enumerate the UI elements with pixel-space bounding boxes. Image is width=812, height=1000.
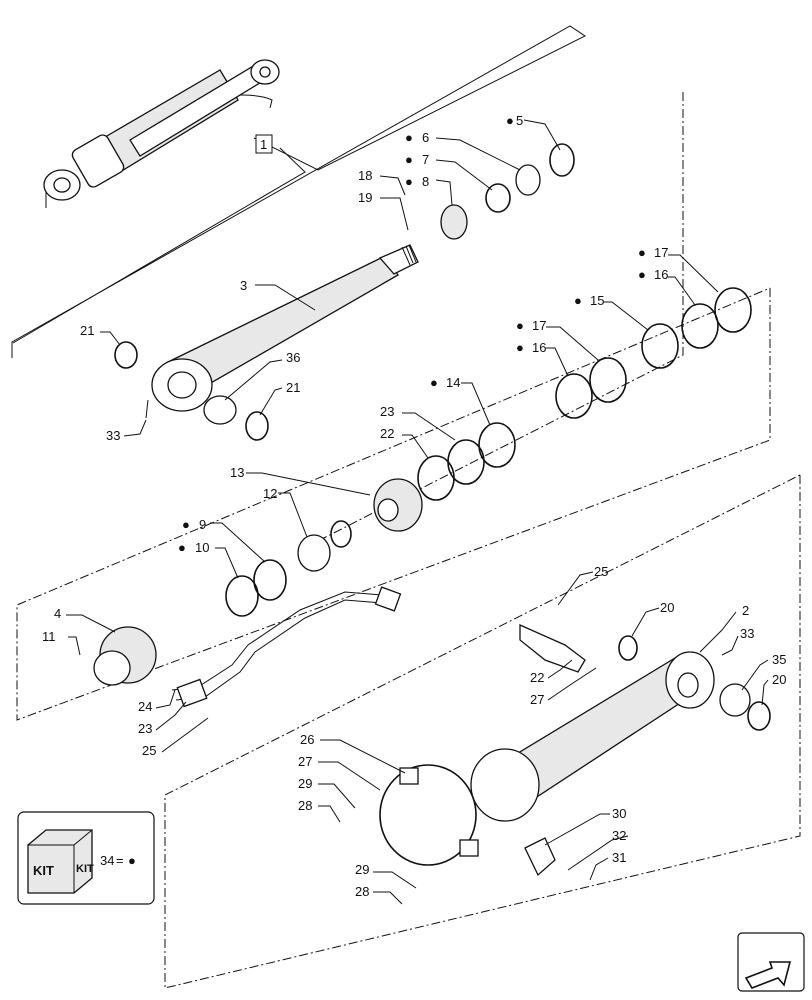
kit-dot-16a: ●	[638, 267, 646, 282]
callout-27-clamp: 27	[298, 754, 312, 769]
callout-19: 19	[358, 190, 372, 205]
callout-23-piston: 23	[380, 404, 394, 419]
barrel-clamp	[379, 764, 556, 877]
callout-6: 6	[422, 130, 429, 145]
kit-dot-7: ●	[405, 152, 413, 167]
callout-27-barrel: 27	[530, 692, 544, 707]
callout-labels: 1 2 3 4 ● 5 ● 6 ● 7 ● 8 ● 9 ● 10 11 12 1…	[42, 113, 786, 899]
callout-18: 18	[358, 168, 372, 183]
callout-14: 14	[446, 375, 460, 390]
cylinder-barrel	[470, 623, 771, 822]
kit-dot-8: ●	[405, 174, 413, 189]
kit-legend: KIT KIT 34 = ●	[17, 811, 155, 905]
callout-1: 1	[260, 137, 267, 152]
callout-30: 30	[612, 806, 626, 821]
piston-and-seals	[225, 287, 752, 617]
kit-dot-17a: ●	[638, 245, 646, 260]
cylinder-head-and-pipe	[93, 586, 402, 708]
callout-7: 7	[422, 152, 429, 167]
callout-33-rod: 33	[106, 428, 120, 443]
cylinder-assembly-illustration	[43, 59, 280, 208]
kit-legend-item: 34	[100, 853, 114, 868]
kit-dot-17b: ●	[516, 318, 524, 333]
callout-20-lower: 20	[772, 672, 786, 687]
kit-label-right: KIT	[76, 863, 94, 875]
callout-31: 31	[612, 850, 626, 865]
callout-10: 10	[195, 540, 209, 555]
callout-32: 32	[612, 828, 626, 843]
kit-box-icon	[27, 829, 93, 894]
kit-dot-16b: ●	[516, 340, 524, 355]
callout-5: 5	[516, 113, 523, 128]
callout-16-upper: 16	[654, 267, 668, 282]
callout-13: 13	[230, 465, 244, 480]
assembly-frame-lines	[11, 25, 801, 989]
callout-12: 12	[263, 486, 277, 501]
callout-28-lower: 28	[355, 884, 369, 899]
kit-legend-equals: =	[116, 853, 124, 868]
callout-21-right: 21	[286, 380, 300, 395]
callout-29-lower: 29	[355, 862, 369, 877]
callout-15: 15	[590, 293, 604, 308]
callout-8: 8	[422, 174, 429, 189]
callout-23-head: 23	[138, 721, 152, 736]
callout-22-barrel: 22	[530, 670, 544, 685]
kit-dot-9: ●	[182, 517, 190, 532]
callout-2: 2	[742, 603, 749, 618]
callout-22-piston: 22	[380, 426, 394, 441]
callout-11: 11	[42, 629, 56, 644]
callout-24: 24	[138, 699, 152, 714]
kit-label-left: KIT	[33, 863, 54, 878]
callout-4: 4	[54, 606, 61, 621]
kit-dot-6: ●	[405, 130, 413, 145]
callout-25-upper: 25	[594, 564, 608, 579]
kit-dot-14: ●	[430, 375, 438, 390]
rod-seals	[114, 143, 575, 441]
leader-lines	[66, 119, 769, 905]
callout-17-lower: 17	[532, 318, 546, 333]
kit-dot-10: ●	[178, 540, 186, 555]
callout-25-lower: 25	[142, 743, 156, 758]
kit-dot-15: ●	[574, 293, 582, 308]
callout-20-upper: 20	[660, 600, 674, 615]
callout-33-barrel: 33	[740, 626, 754, 641]
callout-9: 9	[199, 517, 206, 532]
callout-3: 3	[240, 278, 247, 293]
kit-dot-5: ●	[506, 113, 514, 128]
callout-box-1	[255, 134, 273, 154]
callout-28-upper: 28	[298, 798, 312, 813]
callout-35: 35	[772, 652, 786, 667]
callout-21-left: 21	[80, 323, 94, 338]
callout-16-lower: 16	[532, 340, 546, 355]
kit-legend-dot: ●	[128, 853, 136, 868]
callout-36: 36	[286, 350, 300, 365]
piston-rod	[145, 244, 419, 419]
next-page-arrow-icon[interactable]	[737, 932, 805, 992]
callout-26: 26	[300, 732, 314, 747]
callout-29-upper: 29	[298, 776, 312, 791]
callout-17-upper: 17	[654, 245, 668, 260]
